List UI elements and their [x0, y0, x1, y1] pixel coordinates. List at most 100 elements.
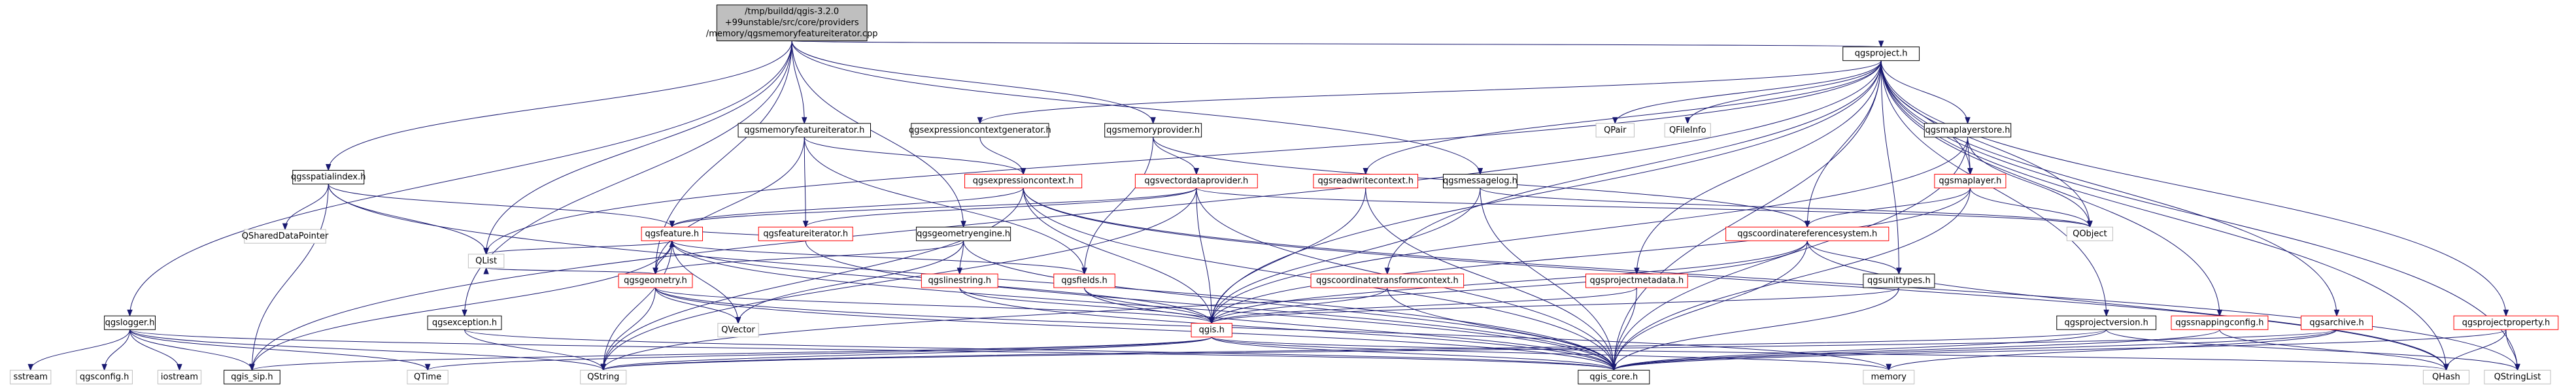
node-qgsmaplayer[interactable]: qgsmaplayer.h: [1934, 174, 2007, 189]
node-label: sstream: [14, 372, 48, 382]
node-label: QList: [475, 256, 497, 266]
edge-qgsexpressioncontext-to-qgsfeature: [669, 188, 1024, 228]
node-label: qgsconfig.h: [80, 372, 129, 382]
node-box: [407, 369, 449, 384]
node-qgsexpressioncontext[interactable]: qgsexpressioncontext.h: [964, 174, 1083, 189]
node-box: [1863, 369, 1915, 384]
node-qgsvectordataprovider[interactable]: qgsvectordataprovider.h: [1134, 174, 1258, 189]
node-box: [2066, 226, 2113, 241]
node-root[interactable]: /tmp/buildd/qgis-3.2.0+99unstable/src/co…: [706, 5, 878, 42]
node-box: [2301, 315, 2373, 330]
node-memory: memory: [1863, 369, 1915, 384]
node-label: QHash: [2432, 372, 2460, 382]
node-qgslinestring[interactable]: qgslinestring.h: [921, 273, 998, 288]
node-box: [1053, 273, 1115, 288]
node-qgis_core[interactable]: qgis_core.h: [1578, 369, 1650, 384]
node-label: qgscoordinatetransformcontext.h: [1316, 276, 1459, 286]
node-qgssnappingconfig[interactable]: qgssnappingconfig.h: [2171, 315, 2269, 330]
node-box: [467, 254, 505, 269]
edge-qgsfeature-to-QList: [483, 240, 673, 256]
node-label: qgis.h: [1199, 326, 1225, 335]
node-label: qgsfields.h: [1061, 276, 1107, 286]
node-label: /tmp/buildd/qgis-3.2.0: [745, 7, 839, 17]
edge-qgsfields-to-qgis: [1084, 287, 1215, 324]
edge-qgssnappingconfig-to-qgis_core: [1611, 329, 2220, 371]
edge-qgsproject-to-qgis: [1208, 60, 1882, 324]
node-qgsgeometryengine[interactable]: qgsgeometryengine.h: [916, 226, 1011, 241]
node-qgscoordinatetransformcontext[interactable]: qgscoordinatetransformcontext.h: [1310, 273, 1465, 288]
node-box: [1924, 123, 2012, 138]
node-box: [2171, 315, 2269, 330]
edge-qgslogger-to-qgis_sip: [129, 329, 255, 371]
edge-qgis-to-QTime: [424, 337, 1212, 371]
node-label: qgsvectordataprovider.h: [1144, 176, 1248, 186]
edge-qgsproject-to-QFileInfo: [1685, 60, 1882, 125]
node-qgsprojectversion[interactable]: qgsprojectversion.h: [2056, 315, 2157, 330]
edge-qgsproject-to-QList: [483, 60, 1882, 256]
node-label: qgsmemoryfeatureiterator.h: [744, 126, 864, 135]
edge-qgsprojectproperty-to-qgis_core: [1611, 329, 2507, 371]
node-box: [1104, 123, 1202, 138]
node-label: qgsspatialindex.h: [291, 173, 366, 182]
node-label: qgsexpressioncontextgenerator.h: [909, 126, 1051, 135]
edge-qgsarchive-to-memory: [1886, 329, 2337, 371]
edge-qgsspatialindex-to-qgis_sip: [249, 184, 329, 371]
node-box: [911, 123, 1049, 138]
node-label: qgsgeometryengine.h: [917, 229, 1010, 239]
node-qgsunittypes[interactable]: qgsunittypes.h: [1863, 273, 1935, 288]
node-label: QString: [587, 372, 619, 382]
node-qgsmaplayerstore[interactable]: qgsmaplayerstore.h: [1924, 123, 2012, 138]
node-box: [2484, 369, 2551, 384]
node-label: qgsexception.h: [432, 318, 497, 327]
node-qgsspatialindex[interactable]: qgsspatialindex.h: [291, 170, 366, 185]
edge-qgslogger-to-qgsconfig: [101, 329, 131, 371]
node-qgsreadwritecontext[interactable]: qgsreadwritecontext.h: [1313, 174, 1419, 189]
edge-qgsexpressioncontextgenerator-to-qgsexpressioncontext: [979, 137, 1026, 175]
node-label: qgsmemoryprovider.h: [1106, 126, 1200, 135]
node-qgsfields[interactable]: qgsfields.h: [1053, 273, 1115, 288]
node-box: [580, 369, 627, 384]
node-qgis_sip[interactable]: qgis_sip.h: [224, 369, 280, 384]
edge-qgsgeometry-to-qgsfeature: [655, 239, 675, 275]
node-box: [737, 123, 872, 138]
node-box: [244, 229, 326, 244]
node-box: [1863, 273, 1935, 288]
edge-qgsvectordataprovider-to-QObject: [1196, 188, 2093, 228]
edge-root-to-qgsgeometryengine: [791, 41, 966, 228]
node-label: QPair: [1604, 126, 1627, 135]
node-qgsmessagelog[interactable]: qgsmessagelog.h: [1442, 174, 1517, 189]
node-box: [157, 369, 202, 384]
edge-qgsmemoryfeatureiterator-to-qgsexpressioncontext: [804, 137, 1026, 175]
node-qgsexception[interactable]: qgsexception.h: [427, 315, 502, 330]
edge-qgsgeometryengine-to-qgsgeometry: [652, 240, 964, 275]
node-qgsprojectproperty[interactable]: qgsprojectproperty.h: [2453, 315, 2559, 330]
edge-qgsprojectversion-to-qgis_core: [1611, 329, 2107, 371]
node-box: [292, 170, 365, 185]
edge-qgsarchive-to-QString: [600, 329, 2337, 371]
node-qgsfeatureiterator[interactable]: qgsfeatureiterator.h: [758, 226, 853, 241]
edge-root-to-qgslogger: [127, 41, 792, 317]
node-qgslogger[interactable]: qgslogger.h: [104, 315, 156, 330]
node-qgsfeature[interactable]: qgsfeature.h: [641, 226, 703, 241]
edge-qgsspatialindex-to-QSharedDataPointer: [282, 184, 329, 231]
node-qgsproject[interactable]: qgsproject.h: [1842, 46, 1920, 61]
node-label: qgis_sip.h: [231, 372, 273, 382]
node-label: qgscoordinatereferencesystem.h: [1737, 229, 1877, 239]
node-qgsmemoryfeatureiterator[interactable]: qgsmemoryfeatureiterator.h: [737, 123, 872, 138]
node-qgsgeometry[interactable]: qgsgeometry.h: [618, 273, 693, 288]
node-qgis[interactable]: qgis.h: [1191, 323, 1232, 338]
edge-root-to-qgsmemoryprovider: [791, 41, 1156, 125]
node-box: [1725, 226, 1890, 241]
edge-qgslinestring-to-qgis_core: [959, 288, 1617, 371]
node-qgsexpressioncontextgenerator[interactable]: qgsexpressioncontextgenerator.h: [909, 123, 1051, 138]
node-qgsmemoryprovider[interactable]: qgsmemoryprovider.h: [1104, 123, 1202, 138]
node-QHash: QHash: [2422, 369, 2469, 384]
node-box: [2422, 369, 2469, 384]
node-qgsprojectmetadata[interactable]: qgsprojectmetadata.h: [1585, 273, 1688, 288]
node-qgsarchive[interactable]: qgsarchive.h: [2301, 315, 2373, 330]
node-label: QStringList: [2494, 372, 2541, 382]
edge-qgsmaplayer-to-qgscoordinatereferencesystem: [1804, 188, 1971, 228]
edge-qgsgeometry-to-QVector: [655, 288, 741, 324]
node-qgscoordinatereferencesystem[interactable]: qgscoordinatereferencesystem.h: [1725, 226, 1890, 241]
node-QFileInfo: QFileInfo: [1664, 123, 1711, 138]
